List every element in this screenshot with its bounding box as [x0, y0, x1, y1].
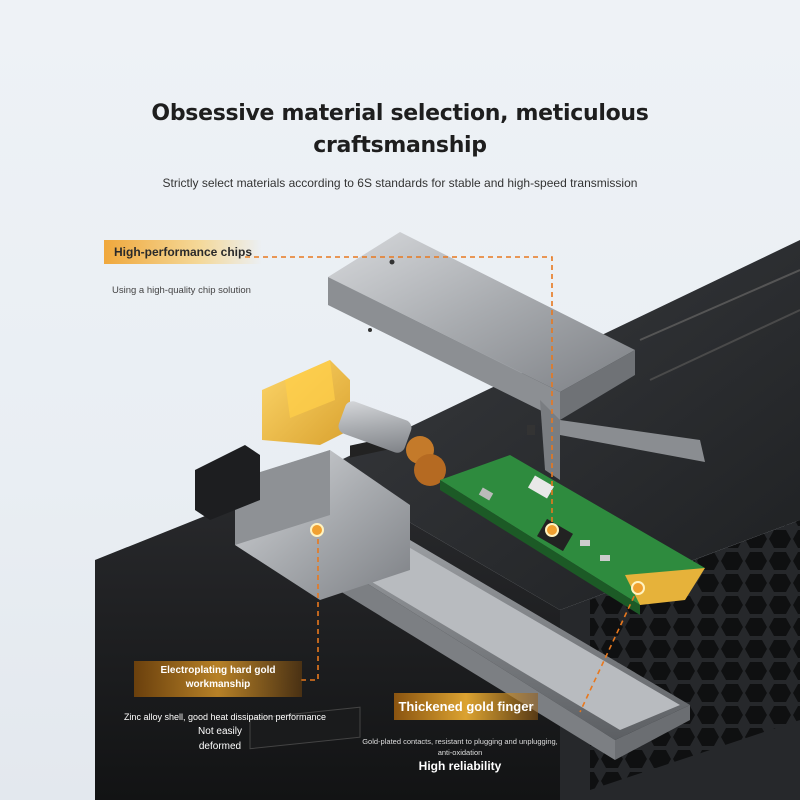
gold-label-line-1: Electroplating hard gold	[160, 665, 276, 676]
chips-callout-label: High-performance chips	[104, 240, 263, 264]
gold-callout-label: Electroplating hard gold workmanship	[134, 661, 302, 697]
page-title: Obsessive material selection, meticulous…	[0, 98, 800, 162]
finger-callout-description: Gold-plated contacts, resistant to plugg…	[360, 736, 560, 758]
title-line-1: Obsessive material selection, meticulous	[151, 101, 649, 126]
ferrule	[338, 401, 446, 486]
yellow-connector	[262, 360, 350, 445]
dust-plug	[195, 445, 260, 520]
gold-finger-contacts	[625, 568, 705, 605]
finger-desc-line-1: Gold-plated contacts, resistant to plugg…	[362, 737, 558, 746]
gold-desc-line-3: deformed	[198, 741, 242, 752]
gold-callout-description-2: Not easily deformed	[120, 724, 320, 754]
page-subtitle: Strictly select materials according to 6…	[162, 176, 638, 190]
callout-lines	[245, 256, 639, 713]
gold-callout-description: Zinc alloy shell, good heat dissipation …	[123, 712, 327, 722]
finger-desc-line-2: anti-oxidation	[437, 748, 483, 757]
chips-callout-description: Using a high-quality chip solution	[112, 285, 251, 296]
title-line-2: craftsmanship	[313, 133, 487, 158]
finger-callout-highlight: High reliability	[418, 759, 502, 773]
callout-dots	[310, 523, 645, 595]
gold-desc-line-2: Not easily	[198, 726, 242, 737]
gold-label-line-2: workmanship	[185, 679, 251, 690]
finger-callout-label: Thickened gold finger	[394, 693, 538, 720]
top-shell-lid	[328, 232, 705, 480]
